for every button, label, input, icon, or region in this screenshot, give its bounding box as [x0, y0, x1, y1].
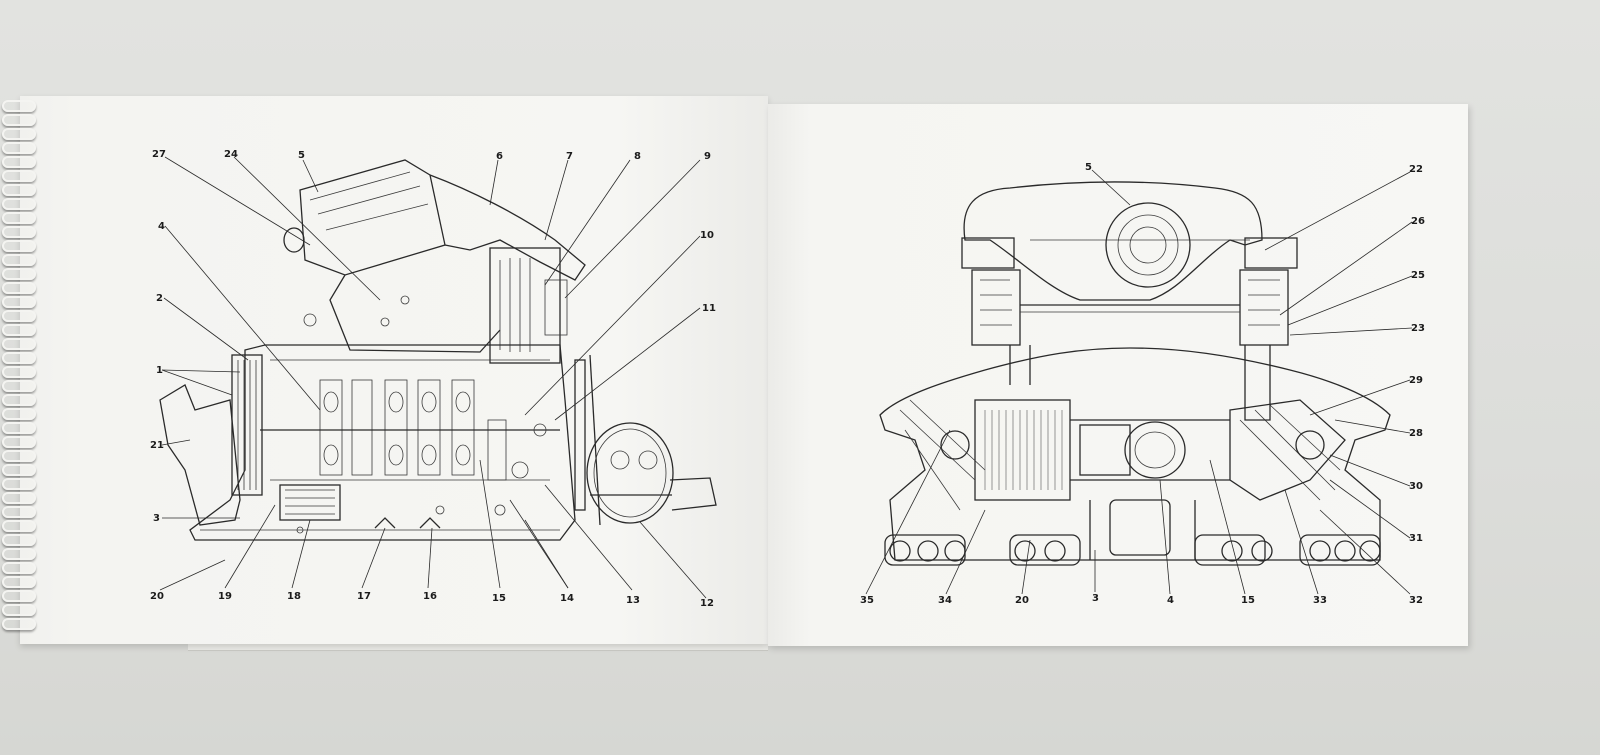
callout-20: 20 [1015, 595, 1029, 606]
binding-coil [2, 114, 36, 126]
callout-29: 29 [1409, 375, 1423, 386]
binding-coil [2, 576, 36, 588]
callout-12: 12 [700, 598, 714, 609]
callout-4: 4 [1167, 595, 1174, 606]
callout-34: 34 [938, 595, 952, 606]
callout-21: 21 [150, 440, 164, 451]
binding-coil [2, 142, 36, 154]
binding-coil [2, 590, 36, 602]
book-cover-edge [188, 640, 768, 651]
binding-coil [2, 394, 36, 406]
callout-25: 25 [1411, 270, 1425, 281]
binding-coil [2, 422, 36, 434]
callout-1: 1 [156, 365, 163, 376]
binding-coil [2, 618, 36, 630]
binding-coil [2, 520, 36, 532]
callout-9: 9 [704, 151, 711, 162]
callout-5: 5 [298, 150, 305, 161]
callout-14: 14 [560, 593, 574, 604]
binding-coil [2, 492, 36, 504]
binding-coil [2, 226, 36, 238]
binding-coil [2, 534, 36, 546]
left-page [20, 96, 768, 644]
callout-30: 30 [1409, 481, 1423, 492]
binding-coil [2, 562, 36, 574]
callout-17: 17 [357, 591, 371, 602]
callout-28: 28 [1409, 428, 1423, 439]
binding-coil [2, 254, 36, 266]
binding-coil [2, 240, 36, 252]
binding-coil [2, 366, 36, 378]
callout-32: 32 [1409, 595, 1423, 606]
right-leader-lines [865, 169, 1413, 595]
callout-7: 7 [566, 151, 573, 162]
binding-coil [2, 464, 36, 476]
callout-4: 4 [158, 221, 165, 232]
callout-26: 26 [1411, 216, 1425, 227]
callout-13: 13 [626, 595, 640, 606]
binding-coil [2, 198, 36, 210]
right-engine-drawing [879, 181, 1391, 566]
binding-coil [2, 380, 36, 392]
binding-coil [2, 156, 36, 168]
callout-6: 6 [496, 151, 503, 162]
callout-22: 22 [1409, 164, 1423, 175]
binding-coil [2, 268, 36, 280]
right-callouts: 5 22 26 25 23 29 28 30 31 35 34 20 3 4 1… [860, 162, 1425, 606]
binding-coil [2, 212, 36, 224]
callout-8: 8 [634, 151, 641, 162]
callout-23: 23 [1411, 323, 1425, 334]
callout-33: 33 [1313, 595, 1327, 606]
callout-3: 3 [1092, 593, 1099, 604]
left-callouts: 27 24 5 6 7 8 9 4 10 2 11 1 21 3 20 19 1… [150, 149, 716, 609]
binding-coil [2, 310, 36, 322]
binding-coil [2, 478, 36, 490]
callout-19: 19 [218, 591, 232, 602]
callout-31: 31 [1409, 533, 1423, 544]
binding-coil [2, 282, 36, 294]
binding-coil [2, 338, 36, 350]
callout-15: 15 [492, 593, 506, 604]
left-leader-lines [159, 156, 707, 599]
callout-10: 10 [700, 230, 714, 241]
spiral-binding [2, 100, 36, 640]
binding-coil [2, 506, 36, 518]
callout-16: 16 [423, 591, 437, 602]
callout-18: 18 [287, 591, 301, 602]
callout-11: 11 [702, 303, 716, 314]
binding-coil [2, 128, 36, 140]
binding-coil [2, 604, 36, 616]
binding-coil [2, 450, 36, 462]
binding-coil [2, 408, 36, 420]
left-engine-drawing [159, 159, 717, 541]
callout-27: 27 [152, 149, 166, 160]
binding-coil [2, 436, 36, 448]
callout-3: 3 [153, 513, 160, 524]
binding-coil [2, 352, 36, 364]
callout-5: 5 [1085, 162, 1092, 173]
binding-coil [2, 548, 36, 560]
binding-coil [2, 296, 36, 308]
callout-15: 15 [1241, 595, 1255, 606]
callout-2: 2 [156, 293, 163, 304]
binding-coil [2, 184, 36, 196]
callout-20: 20 [150, 591, 164, 602]
binding-coil [2, 170, 36, 182]
callout-35: 35 [860, 595, 874, 606]
binding-coil [2, 324, 36, 336]
binding-coil [2, 100, 36, 112]
callout-24: 24 [224, 149, 238, 160]
